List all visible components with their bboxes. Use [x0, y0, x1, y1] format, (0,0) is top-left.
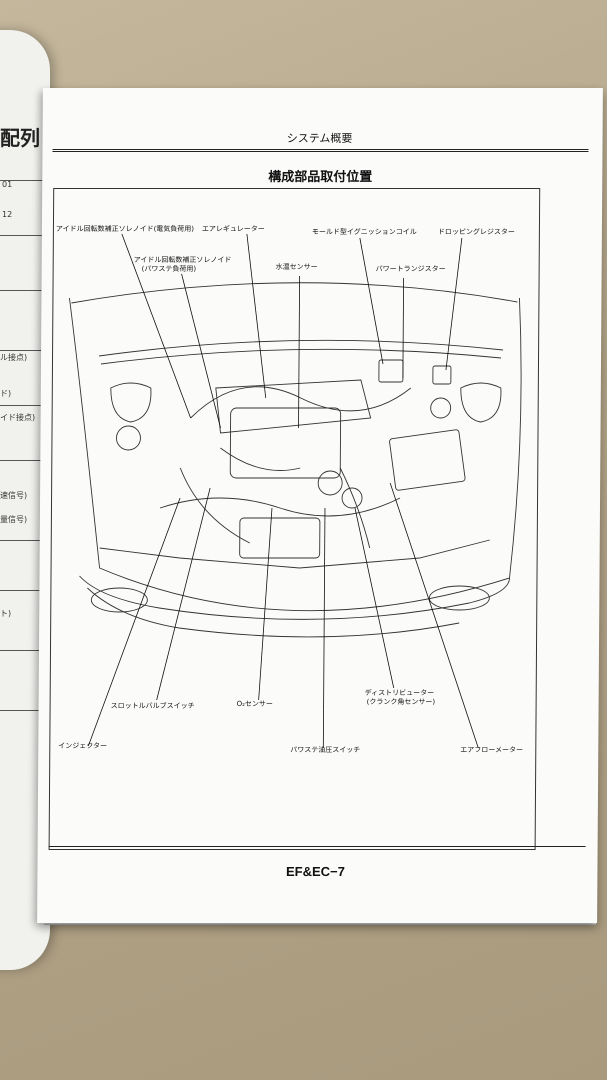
left-page-cell: 12 [2, 210, 13, 219]
wiring [159, 497, 401, 517]
battery-cap [317, 470, 343, 496]
left-page-rule [0, 235, 50, 236]
radiator-hose [339, 467, 371, 549]
left-page-cell: イド接点) [0, 413, 36, 422]
label-power-transistor: パワートランジスター [375, 265, 446, 273]
hood-inner-line [71, 282, 518, 304]
air-cleaner [239, 517, 321, 559]
label-air-flow-meter: エアフローメーター [460, 746, 524, 754]
leader-distributor [354, 507, 395, 689]
engine-bay-illustration [69, 233, 522, 749]
left-page-cell: 01 [2, 180, 13, 189]
manual-page: システム概要 構成部品取付位置 [37, 88, 603, 923]
resistor-block [432, 365, 452, 385]
leader-power-transistor [402, 278, 404, 378]
label-throttle-valve-switch: スロットルバルブスイッチ [110, 702, 195, 710]
label-air-regulator: エアレギュレーター [201, 225, 265, 233]
cowl-line [98, 339, 504, 357]
left-page-rule [0, 710, 50, 711]
label-powersteering-pressure-switch: パワステ油圧スイッチ [290, 746, 361, 754]
leader-throttle-switch [156, 487, 211, 701]
leader-idle-solenoid-ps [181, 273, 221, 429]
bumper-outline [79, 575, 510, 620]
left-page-rule [0, 650, 50, 651]
wiring [190, 386, 412, 419]
engine-block [229, 407, 342, 479]
label-idle-solenoid-ps-line1: アイドル回転数補正ソレノイド [133, 256, 232, 264]
reservoir [430, 397, 452, 419]
ecu-box [389, 429, 466, 491]
strut-tower [460, 382, 502, 423]
label-water-temp-sensor: 水温センサー [275, 263, 318, 271]
leader-ignition-coil [359, 237, 384, 365]
headlight-right [428, 585, 490, 611]
distributor-cap [341, 487, 363, 509]
label-mold-ignition-coil: モールド型イグニッションコイル [311, 228, 417, 236]
cowl-line [100, 348, 502, 365]
label-injector: インジェクター [58, 742, 108, 750]
left-page-cell: ト) [0, 609, 12, 618]
left-page-cell: 量信号) [0, 515, 28, 524]
radiator-hose [179, 467, 250, 544]
chassis-rail [99, 539, 490, 569]
intake-manifold [215, 379, 372, 434]
leader-dropping-resistor [445, 237, 463, 371]
left-page-rule [0, 460, 50, 461]
leader-air-regulator [246, 233, 267, 399]
bumper-outline [87, 587, 460, 638]
label-idle-solenoid-electric: アイドル回転数補正ソレノイド(電気負荷用) [55, 225, 195, 233]
label-distributor-line1: ディストリビューター [364, 689, 435, 697]
left-page-rule [0, 180, 50, 181]
left-page-rule [0, 405, 50, 406]
leader-o2-sensor [258, 507, 273, 701]
leader-ps-switch [322, 508, 326, 748]
left-page-rule [0, 590, 50, 591]
leader-air-flow [389, 482, 479, 749]
label-distributor-line2: (クランク角センサー) [366, 698, 436, 706]
left-page-cell: ル接点) [0, 353, 28, 362]
label-idle-solenoid-ps-line2: (パワステ負荷用) [141, 265, 197, 273]
left-page-rule [0, 350, 50, 351]
label-o2-sensor: O₂センサー [236, 700, 273, 708]
left-page-rule [0, 290, 50, 291]
left-page-cell: 速信号) [0, 491, 28, 500]
label-dropping-resistor: ドロッピングレジスター [437, 228, 515, 236]
left-page-cell: ド) [0, 389, 12, 398]
left-page-title: 配列 [0, 126, 40, 150]
page-number: EF&EC−7 [285, 864, 345, 879]
leader-idle-solenoid-electric [121, 233, 191, 419]
wiring [220, 447, 301, 471]
footer-rule [48, 846, 586, 847]
reservoir [116, 425, 141, 451]
hood-outline [69, 297, 522, 612]
headlight-left [90, 587, 148, 613]
leader-injector [87, 497, 181, 747]
strut-tower [110, 382, 152, 423]
left-page-rule [0, 540, 50, 541]
leader-water-temp [298, 276, 301, 428]
